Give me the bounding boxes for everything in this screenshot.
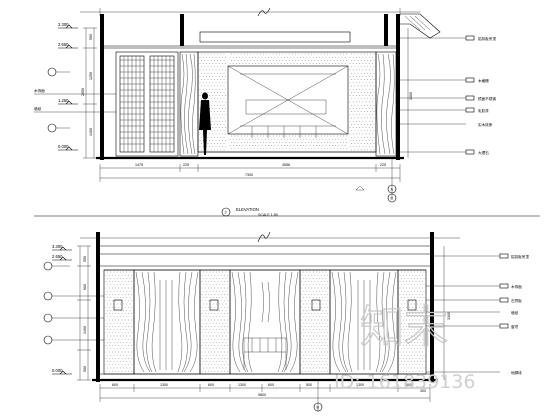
svg-text:木饰面: 木饰面 xyxy=(34,88,45,93)
lower-vertical-dims: 550 600 1400 500 3300 xyxy=(77,245,451,381)
wall-sconce xyxy=(311,299,321,311)
watermark: 知末 ID: 161839136 xyxy=(334,301,475,393)
upper-level-markers: 3.300 2.650 1.250 0.000 xyxy=(58,22,78,151)
svg-text:3300: 3300 xyxy=(447,312,451,320)
curtain-window-1 xyxy=(133,269,201,375)
svg-text:1400: 1400 xyxy=(83,326,87,334)
svg-text:木格栅: 木格栅 xyxy=(478,78,489,83)
svg-text:1250: 1250 xyxy=(89,72,93,80)
svg-text:墙纸: 墙纸 xyxy=(34,106,42,111)
lower-grid-markers: B xyxy=(313,380,323,412)
svg-text:乳胶漆: 乳胶漆 xyxy=(478,108,489,113)
upper-left-callouts: 木饰面 墙纸 xyxy=(34,67,116,133)
svg-text:600: 600 xyxy=(83,284,87,290)
lower-right-callouts: 铝扣板吊顶 木饰面 石膏板 墙纸 窗帘 地脚线 xyxy=(426,253,529,375)
wood-panel-right xyxy=(375,51,397,157)
title-marker xyxy=(221,207,231,217)
lower-level-markers: 3.300 2.650 0.000 xyxy=(52,244,72,375)
lower-left-callouts xyxy=(43,261,104,345)
upper-vertical-dims: 550 2650 1250 1400 3300 xyxy=(81,27,413,159)
svg-text:600: 600 xyxy=(406,383,412,387)
svg-text:地脚线: 地脚线 xyxy=(511,370,522,375)
upper-horizontal-dims: 1475 225 4556 225 7300 xyxy=(99,163,401,182)
level-label: 2.650 xyxy=(58,42,69,47)
svg-text:铝扣板吊顶: 铝扣板吊顶 xyxy=(511,254,529,259)
svg-text:1400: 1400 xyxy=(89,128,93,136)
svg-text:铝扣板吊顶: 铝扣板吊顶 xyxy=(478,36,496,41)
upper-elevation: 3.300 2.650 1.250 0.000 550 2650 1250 1 xyxy=(34,7,496,203)
svg-text:3300: 3300 xyxy=(409,92,413,100)
svg-text:9800: 9800 xyxy=(258,393,266,397)
break-symbol-lower xyxy=(257,231,271,243)
svg-text:实木线条: 实木线条 xyxy=(478,122,493,127)
svg-text:4556: 4556 xyxy=(282,163,290,167)
svg-text:1300: 1300 xyxy=(238,383,246,387)
lower-horizontal-dims: 600 1300 600 1300 600 500 1300 600 300 9… xyxy=(99,383,431,402)
svg-text:7300: 7300 xyxy=(245,173,253,177)
svg-text:窗帘: 窗帘 xyxy=(511,324,519,329)
svg-text:1475: 1475 xyxy=(135,163,143,167)
wall-sconce xyxy=(407,299,417,311)
svg-text:225: 225 xyxy=(183,163,189,167)
svg-text:木饰面: 木饰面 xyxy=(511,284,522,289)
svg-text:1300: 1300 xyxy=(356,383,364,387)
svg-text:600: 600 xyxy=(208,383,214,387)
wall-left-cut xyxy=(100,14,104,160)
wall-sconce xyxy=(113,299,123,311)
level-label: 1.250 xyxy=(58,98,69,103)
svg-text:300: 300 xyxy=(420,389,426,393)
elevation-title-block: 3 ELEVATION SCALE 1:50 xyxy=(34,207,540,217)
svg-text:0.000: 0.000 xyxy=(52,368,63,373)
scale-note: SCALE 1:50 xyxy=(258,213,278,217)
watermark-id: ID: 161839136 xyxy=(334,371,475,393)
human-figure-scale xyxy=(199,92,211,155)
wall-sconce xyxy=(209,299,219,311)
level-label: 3.300 xyxy=(58,22,69,27)
svg-text:3.300: 3.300 xyxy=(52,244,63,249)
upper-grid-markers: A B xyxy=(355,158,397,203)
svg-text:500: 500 xyxy=(83,366,87,372)
elevation-title: ELEVATION xyxy=(236,207,259,212)
svg-text:600: 600 xyxy=(268,383,274,387)
svg-text:镜面不锈钢: 镜面不锈钢 xyxy=(478,96,496,101)
lattice-door-panels xyxy=(115,51,179,157)
svg-text:B: B xyxy=(391,197,394,201)
level-label: 0.000 xyxy=(58,144,69,149)
svg-text:墙纸: 墙纸 xyxy=(511,310,519,315)
svg-text:550: 550 xyxy=(89,34,93,40)
svg-text:2.650: 2.650 xyxy=(52,254,63,259)
svg-text:2650: 2650 xyxy=(81,88,85,96)
svg-text:225: 225 xyxy=(380,163,386,167)
upper-right-callouts: 铝扣板吊顶 木格栅 镜面不锈钢 乳胶漆 实木线条 大理石 xyxy=(396,35,496,155)
dotted-wall-panel xyxy=(197,51,377,153)
wall-right-cut xyxy=(396,14,400,160)
svg-text:500: 500 xyxy=(306,383,312,387)
watermark-logo: 知末 xyxy=(360,302,448,353)
svg-text:3: 3 xyxy=(225,211,227,215)
curtain-window-3 xyxy=(329,269,399,375)
svg-text:大理石: 大理石 xyxy=(478,150,489,155)
svg-text:石膏板: 石膏板 xyxy=(511,298,522,303)
wood-panel-left xyxy=(179,51,199,157)
svg-text:1300: 1300 xyxy=(160,383,168,387)
svg-text:550: 550 xyxy=(83,256,87,262)
svg-text:B: B xyxy=(317,406,320,410)
svg-text:A: A xyxy=(391,188,394,192)
lower-elevation: 3.300 2.650 0.000 550 600 1400 500 3300 xyxy=(43,231,529,412)
curtain-window-2 xyxy=(229,269,301,375)
svg-text:600: 600 xyxy=(112,383,118,387)
break-symbol-top xyxy=(257,7,271,17)
